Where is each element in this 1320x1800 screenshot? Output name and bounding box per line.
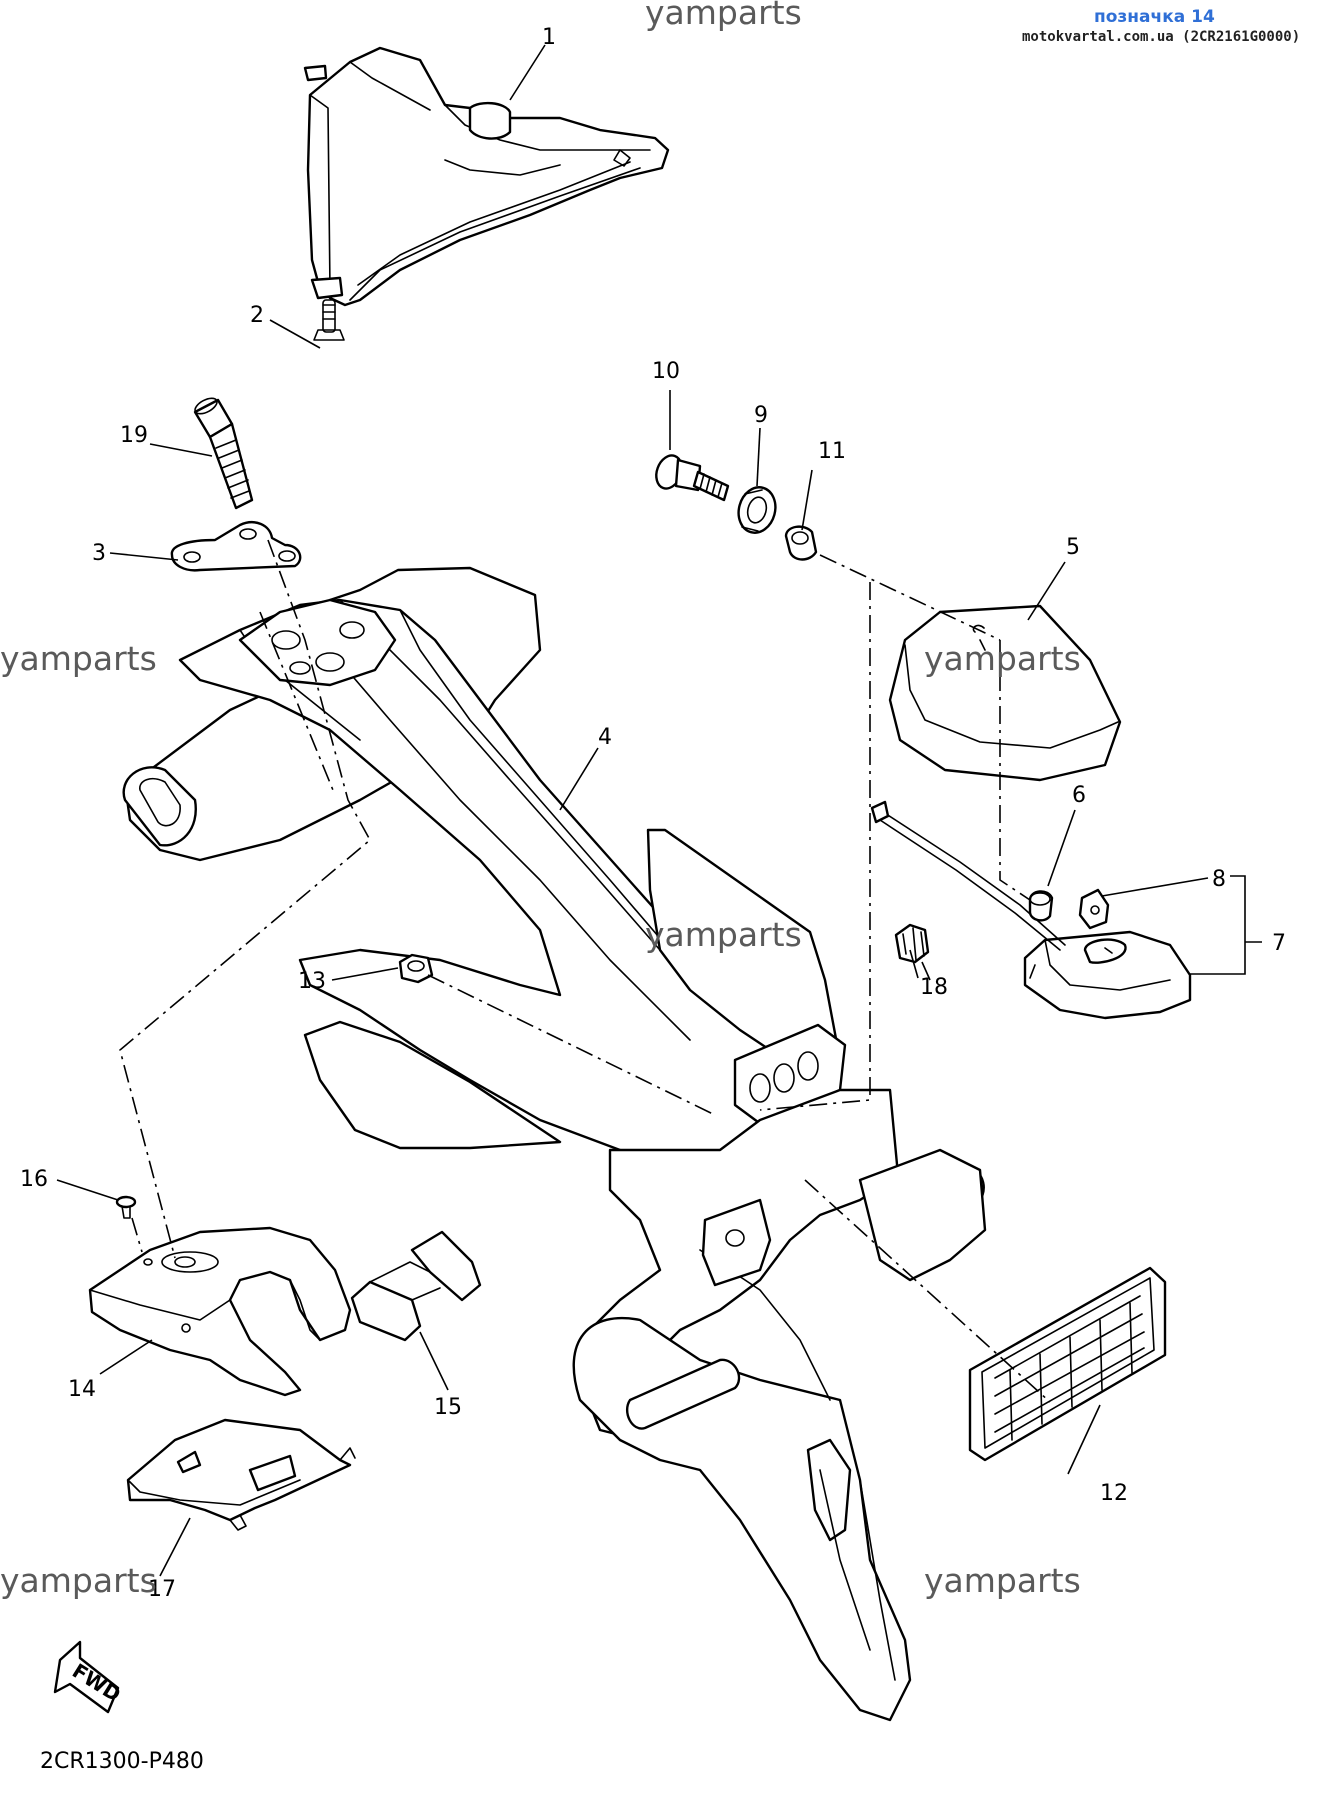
part-2-rivet[interactable] <box>313 299 345 341</box>
callout-4: 4 <box>598 725 612 750</box>
part-19-bolt[interactable] <box>193 395 254 510</box>
assembly-lines <box>119 539 1051 1403</box>
part-3-plate[interactable] <box>170 521 302 572</box>
part-17-bracket[interactable] <box>126 1418 356 1531</box>
part-15-damper[interactable] <box>350 1230 482 1342</box>
leader-lines <box>56 44 1262 1577</box>
part-7-lamp-assembly[interactable] <box>870 800 1192 1020</box>
part-9-grommet[interactable] <box>734 483 781 537</box>
part-6-collar[interactable] <box>1028 890 1054 922</box>
callout-15: 15 <box>434 1395 462 1420</box>
callout-19: 19 <box>120 423 148 448</box>
part-1-rear-cover[interactable] <box>303 46 670 307</box>
fwd-arrow-icon: FWD <box>53 1640 125 1714</box>
watermark: yamparts <box>0 1561 157 1600</box>
part-11-collar[interactable] <box>784 525 818 561</box>
watermarks: yamparts yamparts yamparts yamparts yamp… <box>0 0 1081 1600</box>
callout-17: 17 <box>148 1577 176 1602</box>
callout-2: 2 <box>250 303 264 328</box>
callout-18: 18 <box>920 975 948 1000</box>
callout-14: 14 <box>68 1377 96 1402</box>
watermark: yamparts <box>924 639 1081 678</box>
callout-6: 6 <box>1072 783 1086 808</box>
part-16-screw[interactable] <box>115 1195 137 1219</box>
diagram-code: 2CR1300-P480 <box>40 1749 204 1774</box>
callout-16: 16 <box>20 1167 48 1192</box>
callout-11: 11 <box>818 439 846 464</box>
header-site: motokvartal.com.ua (2CR2161G0000) <box>1022 29 1300 45</box>
callout-5: 5 <box>1066 535 1080 560</box>
part-13-nut[interactable] <box>398 953 434 984</box>
callout-1: 1 <box>542 25 556 50</box>
part-18-nut[interactable] <box>894 923 930 964</box>
callout-3: 3 <box>92 541 106 566</box>
callout-9: 9 <box>754 403 768 428</box>
watermark: yamparts <box>645 0 802 32</box>
callout-13: 13 <box>298 969 326 994</box>
part-8-clip[interactable] <box>1078 888 1110 930</box>
watermark: yamparts <box>645 915 802 954</box>
part-14-stay[interactable] <box>88 1226 352 1397</box>
callout-7: 7 <box>1272 931 1286 956</box>
part-12-reflector[interactable] <box>968 1266 1167 1462</box>
watermark: yamparts <box>924 1561 1081 1600</box>
callout-8: 8 <box>1212 867 1226 892</box>
callout-12: 12 <box>1100 1481 1128 1506</box>
watermark: yamparts <box>0 639 157 678</box>
header-label: позначка 14 <box>1094 7 1215 27</box>
part-4-rear-fender[interactable] <box>122 566 987 1722</box>
callout-10: 10 <box>652 359 680 384</box>
part-5-lamp-cover[interactable] <box>888 604 1122 782</box>
part-10-bolt[interactable] <box>652 452 730 502</box>
callout-numbers: 1 2 3 4 5 6 7 8 9 10 11 12 13 14 15 16 1… <box>20 25 1286 1602</box>
